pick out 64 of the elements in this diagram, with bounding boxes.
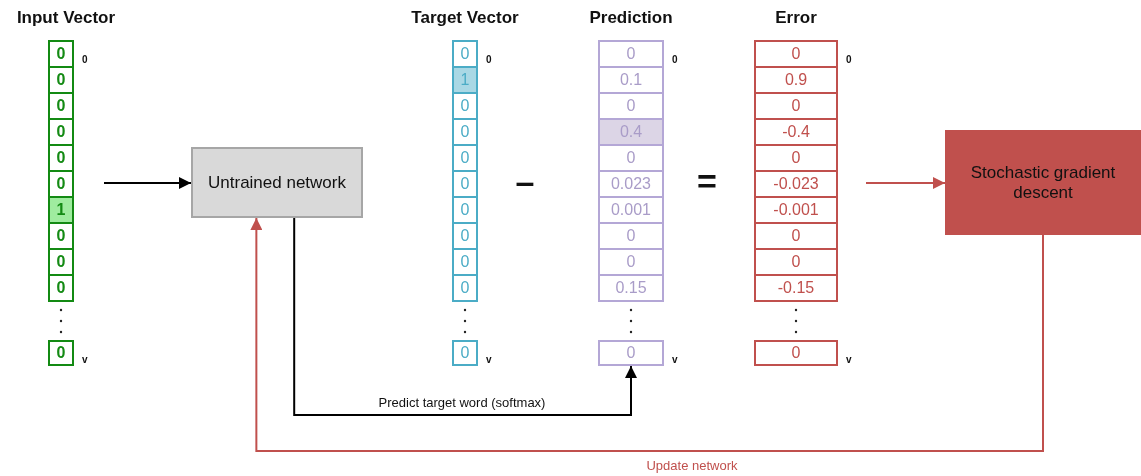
vector-cell: 1 [452, 66, 478, 94]
vector-cell: 0.001 [598, 196, 664, 224]
column-heading: Target Vector [411, 8, 519, 28]
arrow [293, 217, 637, 416]
vector-cell: 0 [452, 248, 478, 276]
vector-cell: 0 [452, 340, 478, 366]
vector-cell: 0 [48, 222, 74, 250]
vector-cell: 0 [452, 274, 478, 302]
vector-cell: 0 [48, 274, 74, 302]
vector-cell: 0 [48, 66, 74, 94]
vector-cell: 0.9 [754, 66, 838, 94]
vector-cell: 0 [754, 92, 838, 120]
vector-cell: 0.023 [598, 170, 664, 198]
vector-cell: 0 [452, 222, 478, 250]
index-label: v [846, 354, 852, 365]
index-label: 0 [82, 54, 88, 65]
vector-cell: 0.15 [598, 274, 664, 302]
index-label: v [486, 354, 492, 365]
process-box: Untrained network [191, 147, 363, 218]
vector-cell: 0 [598, 40, 664, 68]
operator-sign: = [697, 164, 717, 199]
vector-cell: 0 [48, 92, 74, 120]
vector-cell: -0.001 [754, 196, 838, 224]
arrow [865, 177, 946, 189]
vector-cell: 0 [754, 40, 838, 68]
operator-sign: – [515, 164, 535, 199]
vector-cell: 0 [598, 144, 664, 172]
vector-cell: -0.15 [754, 274, 838, 302]
vector-cell: 0 [598, 222, 664, 250]
vector-cell: 0 [754, 248, 838, 276]
column-heading: Error [775, 8, 817, 28]
arrow [250, 217, 1044, 452]
index-label: 0 [672, 54, 678, 65]
vector-cell: 0 [754, 222, 838, 250]
vector-cell: 0 [48, 340, 74, 366]
vector-cell: -0.023 [754, 170, 838, 198]
vector-cell: 1 [48, 196, 74, 224]
vector-cell: 0 [754, 144, 838, 172]
vector-cell: 0 [598, 340, 664, 366]
vector-cell: 0.1 [598, 66, 664, 94]
index-label: v [672, 354, 678, 365]
vector-cell: 0 [754, 340, 838, 366]
vector-cell: 0 [48, 144, 74, 172]
column-heading: Input Vector [16, 8, 116, 28]
vector-cell: 0 [48, 248, 74, 276]
column-heading: Prediction [589, 8, 673, 28]
vector-cell: 0 [598, 248, 664, 276]
vector-cell: 0 [48, 170, 74, 198]
vector-cell: 0 [452, 170, 478, 198]
vector-cell: 0 [452, 40, 478, 68]
arrow [103, 177, 192, 189]
vector-cell: 0 [452, 144, 478, 172]
vector-cell: 0 [452, 118, 478, 146]
vector-cell: 0 [48, 118, 74, 146]
vector-cell: 0 [48, 40, 74, 68]
index-label: 0 [486, 54, 492, 65]
vector-cell: 0 [452, 196, 478, 224]
vector-cell: 0.4 [598, 118, 664, 146]
process-box: Stochastic gradient descent [945, 130, 1141, 235]
vector-cell: 0 [452, 92, 478, 120]
vector-cell: -0.4 [754, 118, 838, 146]
vector-cell: 0 [598, 92, 664, 120]
index-label: 0 [846, 54, 852, 65]
index-label: v [82, 354, 88, 365]
